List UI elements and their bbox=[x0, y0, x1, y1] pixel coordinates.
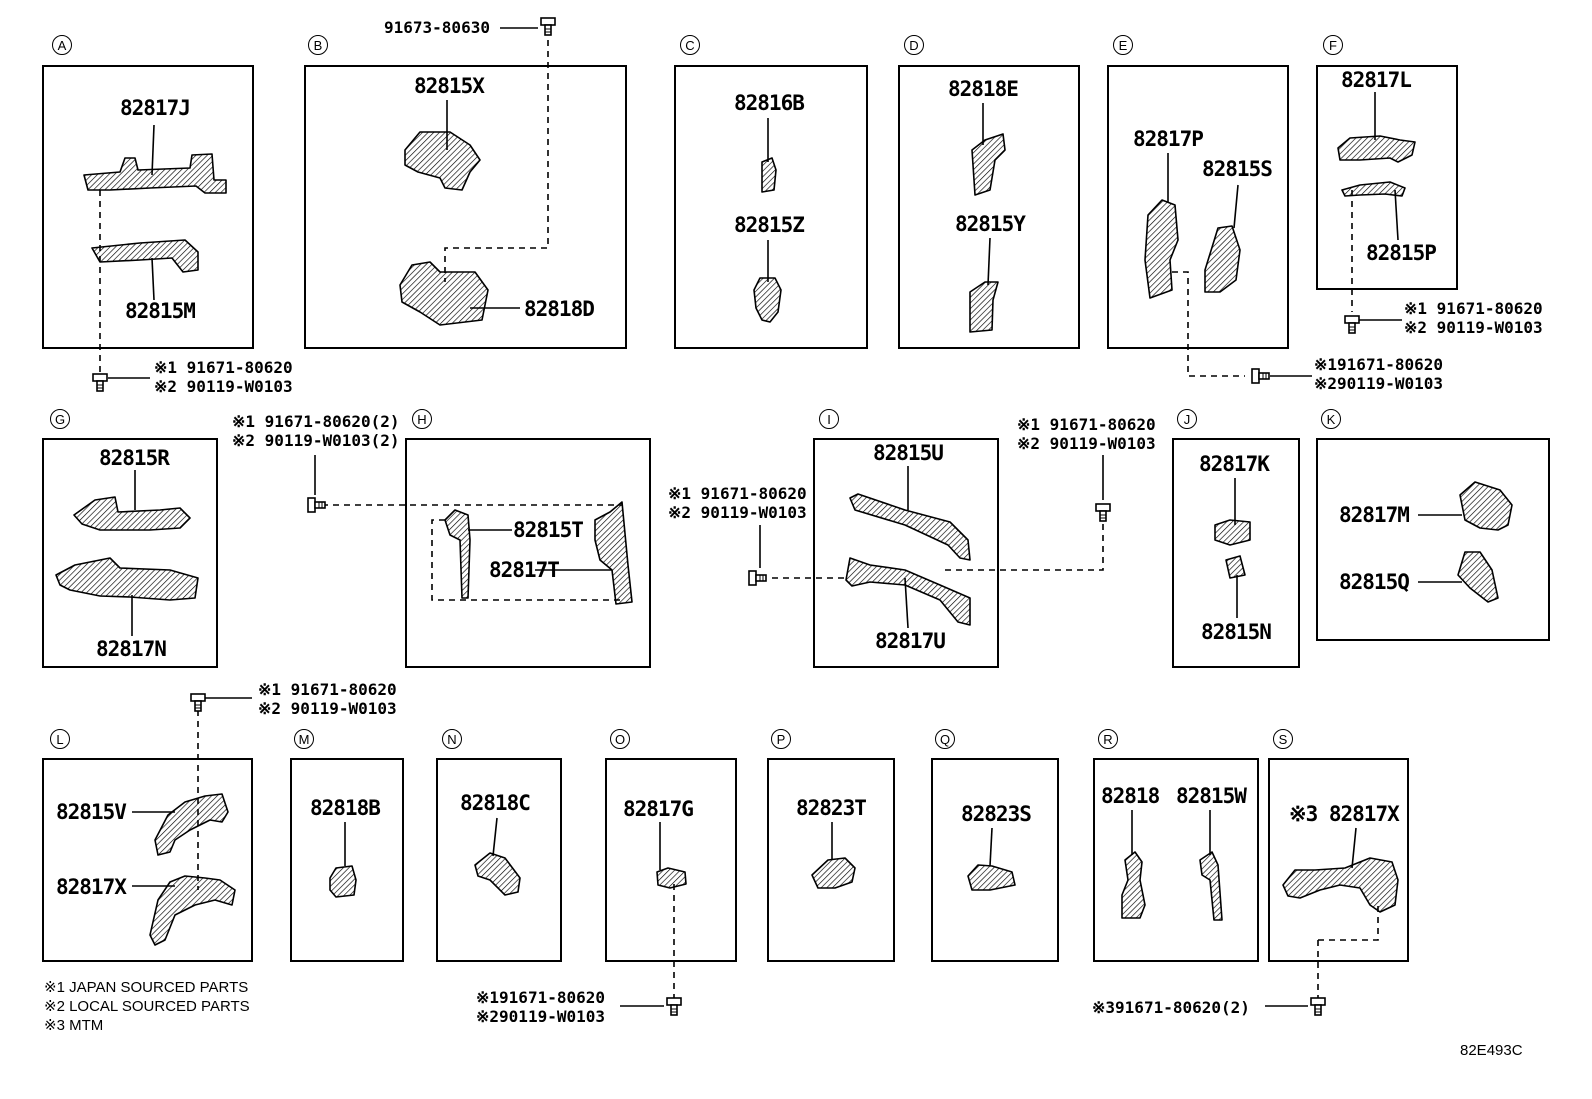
panel-letter-c: C bbox=[680, 35, 700, 55]
part-82817N: 82817N bbox=[96, 637, 167, 661]
panel-letter-l: L bbox=[50, 729, 70, 749]
footnote-local-sourced: ※2 LOCAL SOURCED PARTS bbox=[44, 998, 250, 1015]
part-82815X: 82815X bbox=[414, 74, 485, 98]
bolt-ref-s: ※391671-80620(2) bbox=[1092, 998, 1250, 1017]
part-82815W: 82815W bbox=[1176, 784, 1247, 808]
bolt-ref-h-2: ※2 90119-W0103(2) bbox=[232, 431, 400, 450]
panel-a bbox=[42, 65, 254, 349]
part-82816B: 82816B bbox=[734, 91, 805, 115]
footnote-japan-sourced: ※1 JAPAN SOURCED PARTS bbox=[44, 979, 249, 996]
part-82817X-l: 82817X bbox=[56, 875, 127, 899]
panel-letter-o: O bbox=[610, 729, 630, 749]
footnote-mtm: ※3 MTM bbox=[44, 1017, 104, 1034]
part-82823S: 82823S bbox=[961, 802, 1032, 826]
part-82815P: 82815P bbox=[1366, 241, 1437, 265]
panel-letter-k: K bbox=[1321, 409, 1341, 429]
panel-n bbox=[436, 758, 562, 962]
part-82817K: 82817K bbox=[1199, 452, 1270, 476]
part-82815T: 82815T bbox=[513, 518, 584, 542]
panel-e bbox=[1107, 65, 1289, 349]
bolt-ref-h-1: ※1 91671-80620(2) bbox=[232, 412, 400, 431]
part-82817J: 82817J bbox=[120, 96, 191, 120]
part-82815Y: 82815Y bbox=[955, 212, 1026, 236]
panel-letter-i: I bbox=[819, 409, 839, 429]
bolt-ref-f-1: ※1 91671-80620 bbox=[1404, 299, 1543, 318]
bolt-ref-a-1: ※1 91671-80620 bbox=[154, 358, 293, 377]
bolt-ref-b: 91673-80630 bbox=[384, 18, 490, 37]
panel-f bbox=[1316, 65, 1458, 290]
panel-k bbox=[1316, 438, 1550, 641]
panel-c bbox=[674, 65, 868, 349]
part-82815R: 82815R bbox=[99, 446, 170, 470]
part-82817M: 82817M bbox=[1339, 503, 1410, 527]
part-82815Q: 82815Q bbox=[1339, 570, 1410, 594]
part-82815S: 82815S bbox=[1202, 157, 1273, 181]
bolt-ref-f-2: ※2 90119-W0103 bbox=[1404, 318, 1543, 337]
bolt-ref-o-1: ※191671-80620 bbox=[476, 988, 605, 1007]
part-82817L: 82817L bbox=[1341, 68, 1412, 92]
part-82818B: 82818B bbox=[310, 796, 381, 820]
panel-letter-d: D bbox=[904, 35, 924, 55]
panel-m bbox=[290, 758, 404, 962]
panel-letter-j: J bbox=[1177, 409, 1197, 429]
bolt-ref-i-left-2: ※2 90119-W0103 bbox=[668, 503, 807, 522]
part-82823T: 82823T bbox=[796, 796, 867, 820]
panel-letter-p: P bbox=[771, 729, 791, 749]
panel-letter-g: G bbox=[50, 409, 70, 429]
panel-q bbox=[931, 758, 1059, 962]
bolt-ref-i-left-1: ※1 91671-80620 bbox=[668, 484, 807, 503]
panel-letter-f: F bbox=[1323, 35, 1343, 55]
bolt-ref-e-2: ※290119-W0103 bbox=[1314, 374, 1443, 393]
part-82817X-s: ※3 82817X bbox=[1289, 802, 1400, 826]
panel-d bbox=[898, 65, 1080, 349]
panel-o bbox=[605, 758, 737, 962]
part-82817P: 82817P bbox=[1133, 127, 1204, 151]
part-82817T: 82817T bbox=[489, 558, 560, 582]
part-82818: 82818 bbox=[1101, 784, 1160, 808]
panel-letter-n: N bbox=[442, 729, 462, 749]
bolt-ref-l-2: ※2 90119-W0103 bbox=[258, 699, 397, 718]
part-82817U: 82817U bbox=[875, 629, 946, 653]
panel-letter-s: S bbox=[1273, 729, 1293, 749]
panel-j bbox=[1172, 438, 1300, 668]
diagram-code: 82E493C bbox=[1460, 1042, 1523, 1059]
panel-letter-q: Q bbox=[935, 729, 955, 749]
part-82815V: 82815V bbox=[56, 800, 127, 824]
panel-letter-m: M bbox=[294, 729, 314, 749]
bolt-ref-l-1: ※1 91671-80620 bbox=[258, 680, 397, 699]
panel-p bbox=[767, 758, 895, 962]
part-82818C: 82818C bbox=[460, 791, 531, 815]
part-82817G: 82817G bbox=[623, 797, 694, 821]
part-82815N: 82815N bbox=[1201, 620, 1272, 644]
bolt-ref-e-1: ※191671-80620 bbox=[1314, 355, 1443, 374]
panel-g bbox=[42, 438, 218, 668]
panel-l bbox=[42, 758, 253, 962]
bolt-ref-i-right-1: ※1 91671-80620 bbox=[1017, 415, 1156, 434]
panel-letter-h: H bbox=[412, 409, 432, 429]
panel-letter-b: B bbox=[308, 35, 328, 55]
bolt-ref-a-2: ※2 90119-W0103 bbox=[154, 377, 293, 396]
bolt-ref-i-right-2: ※2 90119-W0103 bbox=[1017, 434, 1156, 453]
panel-s bbox=[1268, 758, 1409, 962]
panel-h bbox=[405, 438, 651, 668]
panel-r bbox=[1093, 758, 1259, 962]
part-82815Z: 82815Z bbox=[734, 213, 805, 237]
panel-letter-a: A bbox=[52, 35, 72, 55]
panel-letter-r: R bbox=[1098, 729, 1118, 749]
part-82818D: 82818D bbox=[524, 297, 595, 321]
panel-letter-e: E bbox=[1113, 35, 1133, 55]
bolt-ref-o-2: ※290119-W0103 bbox=[476, 1007, 605, 1026]
part-82815U: 82815U bbox=[873, 441, 944, 465]
part-82815M: 82815M bbox=[125, 299, 196, 323]
part-82818E: 82818E bbox=[948, 77, 1019, 101]
